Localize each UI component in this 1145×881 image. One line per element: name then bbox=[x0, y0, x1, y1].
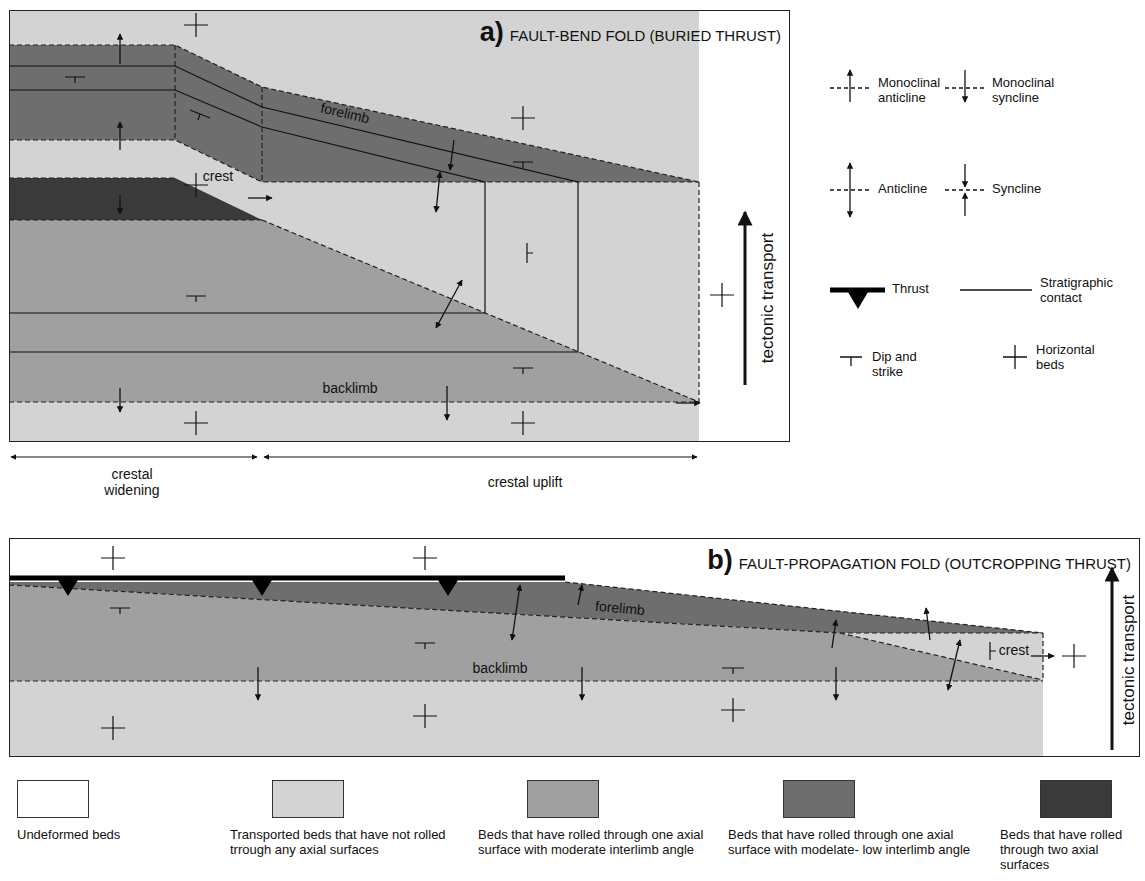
legend-text: Horizontal beds bbox=[1036, 343, 1126, 373]
map-label: crest bbox=[997, 642, 1031, 658]
map-label: crestal uplift bbox=[480, 474, 570, 490]
panel-letter: b) bbox=[707, 545, 732, 576]
map-label: backlimb bbox=[322, 380, 377, 396]
map-label: crestal widening bbox=[87, 466, 177, 498]
legend-text: Stratigraphic contact bbox=[1040, 276, 1130, 306]
panel-title: b) FAULT-PROPAGATION FOLD (OUTCROPPING TH… bbox=[707, 545, 1131, 576]
legend-text: Syncline bbox=[992, 182, 1072, 197]
legend-text: Thrust bbox=[892, 282, 952, 297]
legend-swatch bbox=[1040, 780, 1112, 818]
panel-a-map bbox=[9, 10, 734, 442]
legend-swatch bbox=[783, 780, 855, 818]
map-label: backlimb bbox=[472, 660, 527, 676]
legend-text: Dip and strike bbox=[872, 350, 932, 380]
map-panel: b) FAULT-PROPAGATION FOLD (OUTCROPPING TH… bbox=[9, 538, 1140, 757]
legend-text: Beds that have rolled through one axial … bbox=[478, 828, 718, 858]
legend-swatch bbox=[272, 780, 344, 818]
legend-text: Beds that have rolled through one axial … bbox=[728, 828, 978, 858]
legend-swatch bbox=[527, 780, 599, 818]
legend-swatch bbox=[17, 780, 89, 818]
legend-text: Undeformed beds bbox=[17, 828, 217, 843]
panel-title: a) FAULT-BEND FOLD (BURIED THRUST) bbox=[480, 17, 781, 48]
legend-text: Monoclinal anticline bbox=[878, 76, 958, 106]
legend-text: Anticline bbox=[878, 182, 958, 197]
panel-letter: a) bbox=[480, 17, 504, 48]
legend-text: Monoclinal syncline bbox=[992, 76, 1072, 106]
map-label: tectonic transport bbox=[758, 233, 778, 363]
map-label: crest bbox=[201, 168, 235, 184]
legend-symbols bbox=[830, 70, 1032, 369]
legend-text: Transported beds that have not rolled tr… bbox=[230, 828, 470, 858]
map-label: tectonic transport bbox=[1119, 595, 1139, 725]
legend-text: Beds that have rolled through two axial … bbox=[1000, 828, 1140, 873]
panel-heading: FAULT-PROPAGATION FOLD (OUTCROPPING THRU… bbox=[739, 555, 1131, 572]
panel-heading: FAULT-BEND FOLD (BURIED THRUST) bbox=[510, 27, 781, 44]
map-panel: a) FAULT-BEND FOLD (BURIED THRUST) bbox=[9, 10, 790, 442]
